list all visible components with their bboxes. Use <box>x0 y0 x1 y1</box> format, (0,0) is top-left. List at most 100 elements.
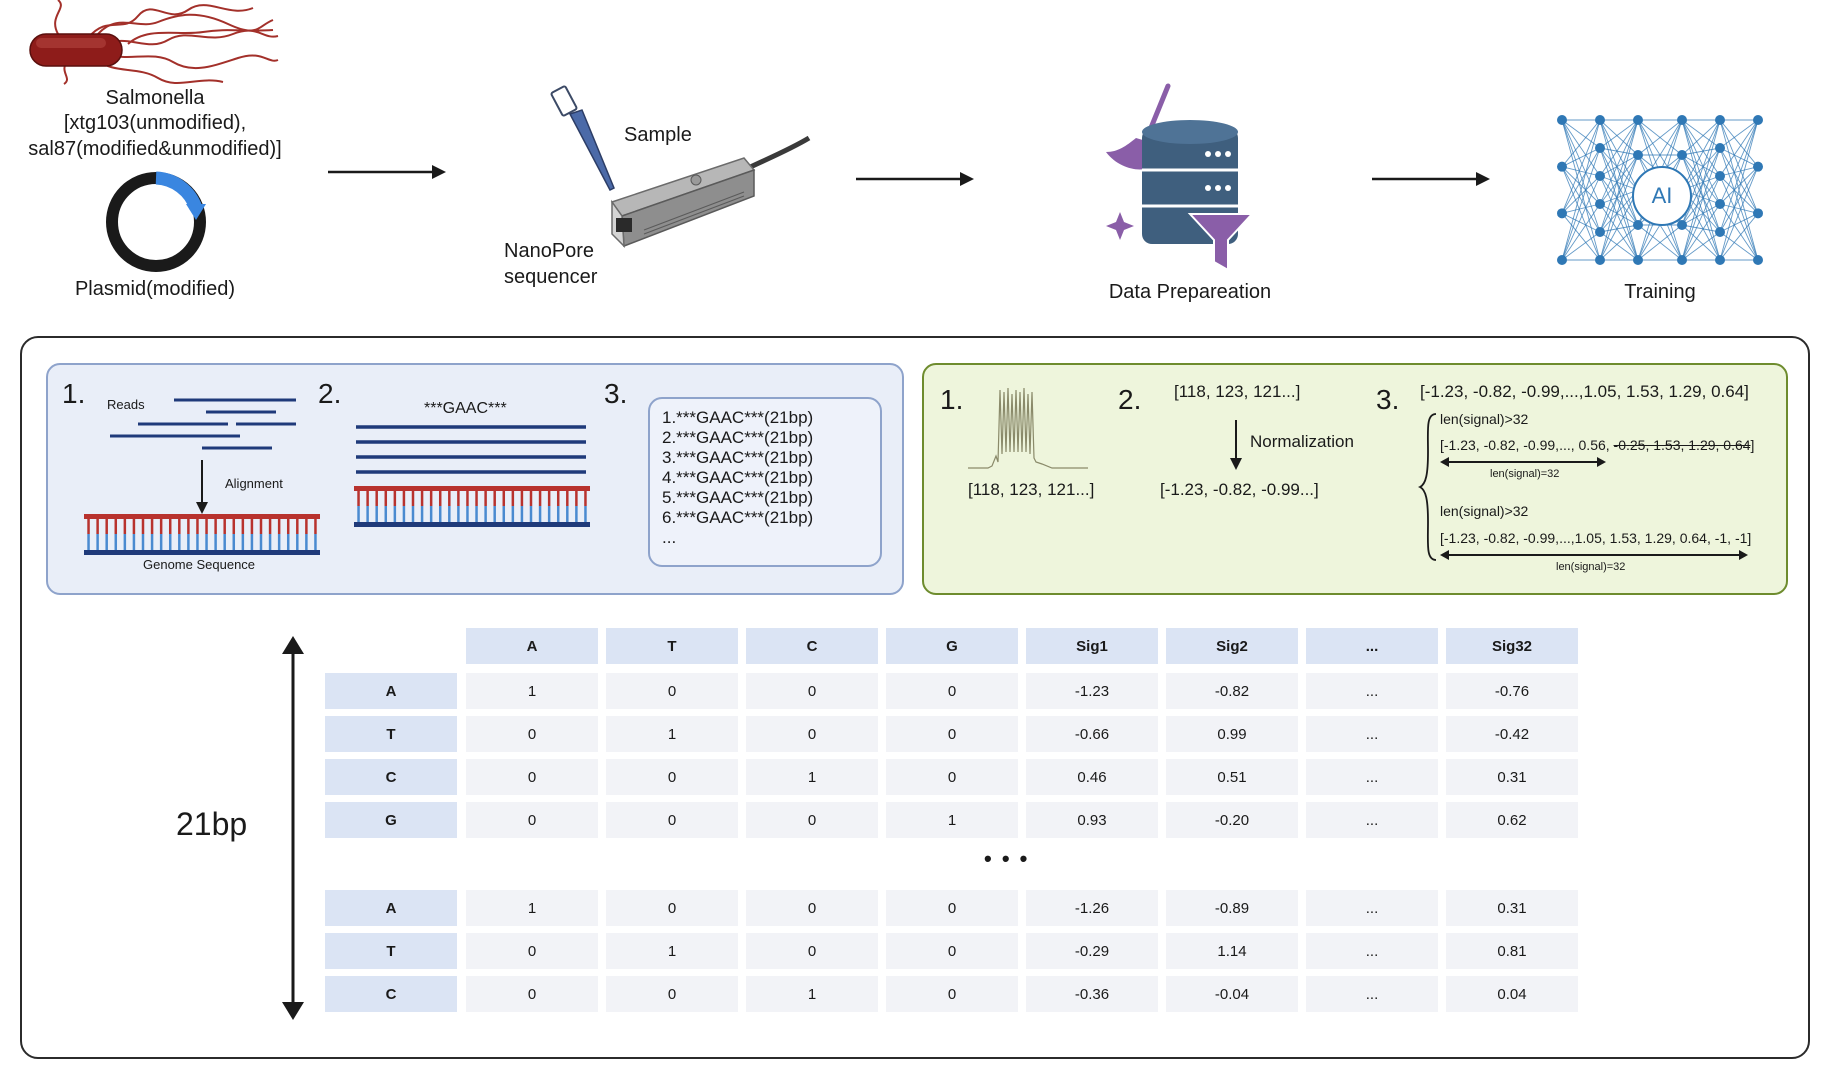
matrix-cell: 0.62 <box>1446 802 1578 838</box>
panel-a-step-3: 3. <box>604 378 628 409</box>
network-edge <box>1599 154 1639 205</box>
network-edge <box>1599 119 1639 156</box>
network-edge <box>1719 119 1759 205</box>
network-node <box>1715 255 1725 265</box>
matrix-cell: 1 <box>886 802 1018 838</box>
normalized-signal-values: [-1.23, -0.82, -0.99...] <box>1160 480 1319 499</box>
network-edge <box>1719 212 1759 233</box>
plasmid-label: Plasmid(modified) <box>74 278 236 300</box>
raw-signal-values: [118, 123, 121...] <box>968 480 1095 499</box>
network-edge <box>1561 147 1601 168</box>
network-edge <box>1681 203 1721 226</box>
matrix-row-base: T <box>325 933 457 969</box>
network-edge <box>1561 212 1601 233</box>
network-edge <box>1719 119 1759 214</box>
matrix-column-header: G <box>886 628 1018 664</box>
network-node <box>1677 115 1687 125</box>
truncated-vector-end: ] <box>1750 437 1755 453</box>
salmonella-bacterium-icon <box>29 0 279 85</box>
network-node <box>1715 227 1725 237</box>
network-edge <box>1681 203 1721 261</box>
network-edge <box>1599 147 1639 156</box>
network-edge <box>1599 189 1639 205</box>
reads-lines <box>110 398 296 450</box>
full-signal-vector: [-1.23, -0.82, -0.99,...,1.05, 1.53, 1.2… <box>1420 382 1749 401</box>
matrix-ellipsis: • • • <box>984 846 1030 871</box>
database-cleaning-icon <box>1106 83 1255 272</box>
matrix-cell: 0.46 <box>1026 759 1158 795</box>
matrix-cell: 0.99 <box>1166 716 1298 752</box>
network-edge <box>1719 147 1759 214</box>
network-edge <box>1561 119 1601 214</box>
case-brace <box>1417 413 1437 561</box>
sequencer-label-line1: NanoPore <box>504 240 595 262</box>
network-edge <box>1719 147 1759 168</box>
network-edge <box>1561 166 1601 233</box>
network-edge <box>1599 154 1639 233</box>
matrix-row-base: G <box>325 802 457 838</box>
network-edge <box>1599 175 1639 226</box>
network-node <box>1753 208 1763 219</box>
matrix-row-base: T <box>325 716 457 752</box>
genome-dna-icon <box>84 514 320 555</box>
matrix-cell: -1.23 <box>1026 673 1158 709</box>
matrix-cell: 0 <box>466 802 598 838</box>
network-edge <box>1637 119 1683 156</box>
network-edge <box>1561 166 1601 261</box>
network-node <box>1633 115 1643 125</box>
network-edge <box>1599 189 1639 261</box>
bacteria-label-line3: sal87(modified&unmodified)] <box>28 138 282 160</box>
matrix-cell: -0.29 <box>1026 933 1158 969</box>
network-edge <box>1637 224 1683 261</box>
network-edge <box>1599 224 1639 233</box>
matrix-cell: ... <box>1306 673 1438 709</box>
normalization-arrow <box>1230 420 1242 470</box>
network-edge <box>1561 231 1601 261</box>
network-edge <box>1599 119 1639 149</box>
matrix-cell: 0 <box>746 673 878 709</box>
dna-strand-top <box>84 514 320 519</box>
matrix-cell: -0.20 <box>1166 802 1298 838</box>
matrix-row-base: A <box>325 890 457 926</box>
matrix-cell: 1.14 <box>1166 933 1298 969</box>
extracted-read-item: 1.***GAAC***(21bp) <box>662 408 814 427</box>
panel-b-step-2: 2. <box>1118 384 1142 415</box>
matrix-cell: 0 <box>886 976 1018 1012</box>
network-edge <box>1599 119 1639 205</box>
network-edge <box>1681 154 1721 177</box>
network-edge <box>1599 175 1639 191</box>
aligned-reads-lines <box>356 425 586 474</box>
matrix-cell: 1 <box>466 673 598 709</box>
matrix-column-header: Sig1 <box>1026 628 1158 664</box>
bacteria-label-line2: [xtg103(unmodified), <box>63 112 247 134</box>
network-edge <box>1681 224 1721 233</box>
network-edge <box>1561 203 1601 261</box>
matrix-cell: 0.04 <box>1446 976 1578 1012</box>
matrix-cell: 0.31 <box>1446 759 1578 795</box>
matrix-cell: 0 <box>606 673 738 709</box>
network-edge <box>1599 203 1639 261</box>
network-edge <box>1599 119 1639 226</box>
pipeline-arrow-1 <box>328 165 446 179</box>
network-edge <box>1719 166 1759 261</box>
matrix-cell: 0 <box>746 890 878 926</box>
matrix-cell: 0 <box>886 673 1018 709</box>
network-edge <box>1681 119 1721 261</box>
network-edge <box>1599 189 1639 233</box>
matrix-column-header: C <box>746 628 878 664</box>
length-label-1: len(signal)=32 <box>1490 468 1560 480</box>
network-edge <box>1681 119 1721 149</box>
network-edge <box>1599 119 1639 191</box>
truncated-vector: [-1.23, -0.82, -0.99,..., 0.56, -0.25, 1… <box>1440 437 1754 453</box>
network-node <box>1633 220 1643 230</box>
training-label: Training <box>1624 281 1696 303</box>
network-node <box>1677 150 1687 160</box>
matrix-cell: -0.66 <box>1026 716 1158 752</box>
matrix-column-header: Sig32 <box>1446 628 1578 664</box>
alignment-label: Alignment <box>225 476 283 491</box>
matrix-cell: 0 <box>886 933 1018 969</box>
truncated-vector-dropped: -0.25, 1.53, 1.29, 0.64 <box>1613 437 1751 453</box>
network-node <box>1557 208 1567 219</box>
network-edge <box>1681 119 1721 191</box>
network-edge <box>1681 154 1721 205</box>
